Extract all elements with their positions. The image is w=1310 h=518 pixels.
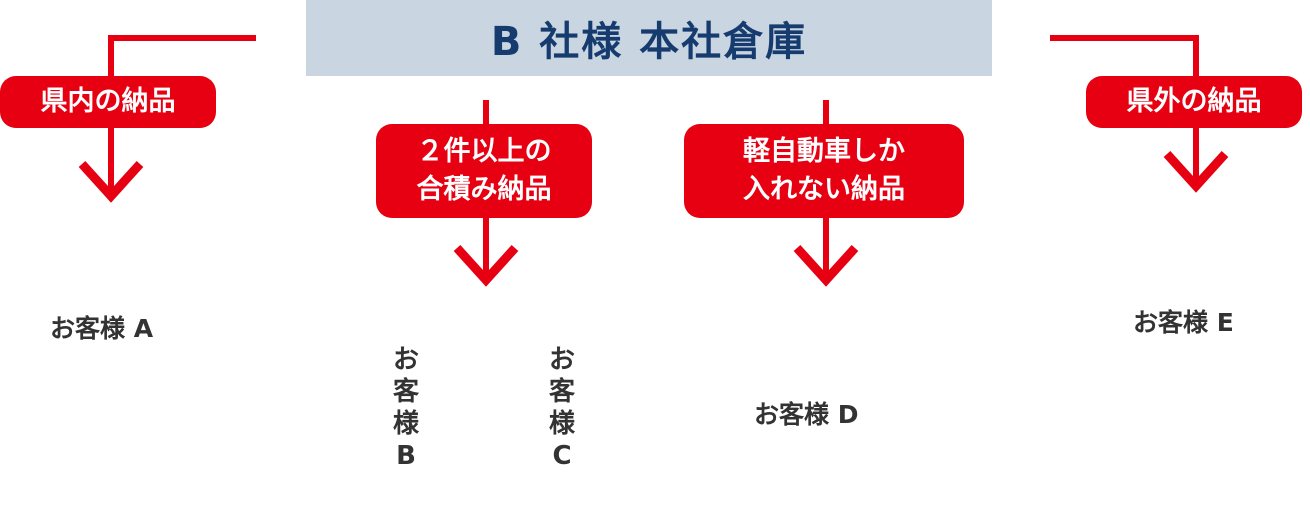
chevron-down-icon	[78, 160, 144, 203]
chevron-down-icon	[1163, 150, 1229, 193]
customer-d: お客様 D	[754, 400, 859, 429]
warehouse-header: B 社様 本社倉庫	[306, 0, 992, 76]
label-combined-delivery: ２件以上の 合積み納品	[376, 124, 592, 218]
customer-e: お客様 E	[1133, 308, 1234, 337]
warehouse-title: B 社様 本社倉庫	[490, 19, 808, 65]
customer-b: お客様B	[392, 345, 419, 471]
label-in-prefecture: 県内の納品	[0, 76, 216, 128]
connector-right	[1050, 35, 1199, 186]
chevron-down-icon	[793, 244, 859, 287]
customer-a: お客様 A	[50, 314, 154, 343]
customer-c: お客様C	[548, 345, 575, 471]
connector-left	[108, 35, 256, 196]
chevron-down-icon	[453, 244, 519, 287]
label-kei-car-delivery: 軽自動車しか 入れない納品	[684, 124, 964, 218]
label-out-of-prefecture: 県外の納品	[1086, 76, 1302, 128]
